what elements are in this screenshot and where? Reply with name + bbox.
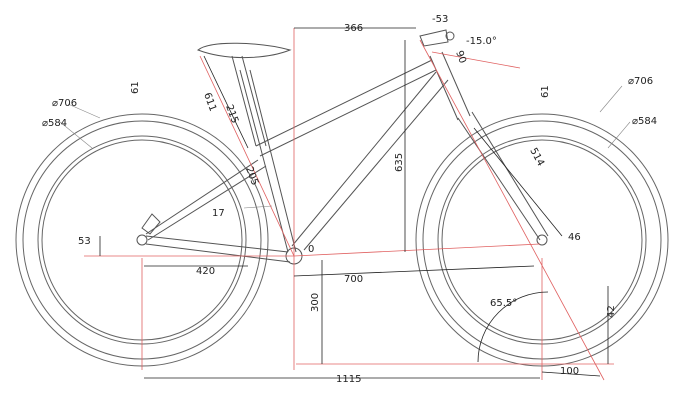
fork-offset-label: 46 xyxy=(568,232,581,243)
front-center-label: 700 xyxy=(344,274,363,285)
fork-leg xyxy=(457,111,549,241)
steering-axis-ref xyxy=(419,39,605,381)
front-rim-diameter-label: ⌀584 xyxy=(632,116,657,127)
rear-rim-leader xyxy=(59,121,93,149)
stem-length-label: -53 xyxy=(432,14,448,25)
stem xyxy=(419,29,449,47)
seat-tube-low-dim xyxy=(243,205,273,209)
rear-tire-diameter-label: ⌀706 xyxy=(52,98,77,109)
seat-tube-axis-ref xyxy=(199,55,295,257)
fork-length-dim xyxy=(473,127,563,237)
rear-tire-leader xyxy=(67,103,101,119)
rear-rim-diameter-label: ⌀584 xyxy=(42,118,67,129)
frame xyxy=(141,29,549,265)
front-tire-width-label: 61 xyxy=(540,85,551,98)
rear-derailleur xyxy=(141,213,161,235)
trail-label: 100 xyxy=(560,366,579,377)
front-tire-diameter-label: ⌀706 xyxy=(628,76,653,87)
bb-drop-label: 53 xyxy=(78,236,91,247)
front-center-dim xyxy=(293,265,535,277)
seat-tube-offset-label: 205 xyxy=(243,165,260,187)
seat-tube-label: 611 xyxy=(201,91,218,113)
rear-tire-width-label: 61 xyxy=(130,81,141,94)
chainstay-tube xyxy=(145,235,291,263)
front-rim-leader xyxy=(607,121,631,149)
reach-label: 366 xyxy=(344,23,363,34)
seat-post-insert-label: 215 xyxy=(223,103,240,125)
trail-dim xyxy=(541,371,601,377)
stem-angle-label: -15.0° xyxy=(466,36,497,47)
trail-side-label: 42 xyxy=(606,305,617,318)
rear-hub xyxy=(136,234,148,246)
front-tire-leader xyxy=(599,85,623,113)
chainstay-label: 420 xyxy=(196,266,215,277)
stem-offset-ref xyxy=(431,51,521,69)
fork-length-label: 514 xyxy=(527,146,546,168)
dimension-labels: -53 -15.0° 90 366 635 611 215 205 17 0 5… xyxy=(42,14,657,385)
reference-lines xyxy=(84,28,614,381)
handlebar-clamp xyxy=(445,31,455,41)
front-center-ref xyxy=(293,243,541,257)
stack-label: 635 xyxy=(394,153,405,172)
dimension-lines xyxy=(59,27,631,379)
seatstay-tube xyxy=(145,159,267,241)
bb-height-label: 300 xyxy=(310,293,321,312)
stem-spacer-label: 90 xyxy=(453,49,468,65)
bb-drop-front-label: 0 xyxy=(308,244,314,255)
down-tube xyxy=(291,71,449,251)
seat-tube-dim xyxy=(203,55,249,149)
head-angle-label: 65.5° xyxy=(490,298,517,309)
front-hub xyxy=(536,234,548,246)
head-angle-arc xyxy=(477,291,549,363)
seat-tube-low-label: 17 xyxy=(212,208,225,219)
saddle xyxy=(197,42,292,58)
seat-tube xyxy=(239,69,297,253)
seatpost xyxy=(231,55,267,147)
top-tube xyxy=(255,59,437,157)
wheelbase-label: 1115 xyxy=(336,374,361,385)
